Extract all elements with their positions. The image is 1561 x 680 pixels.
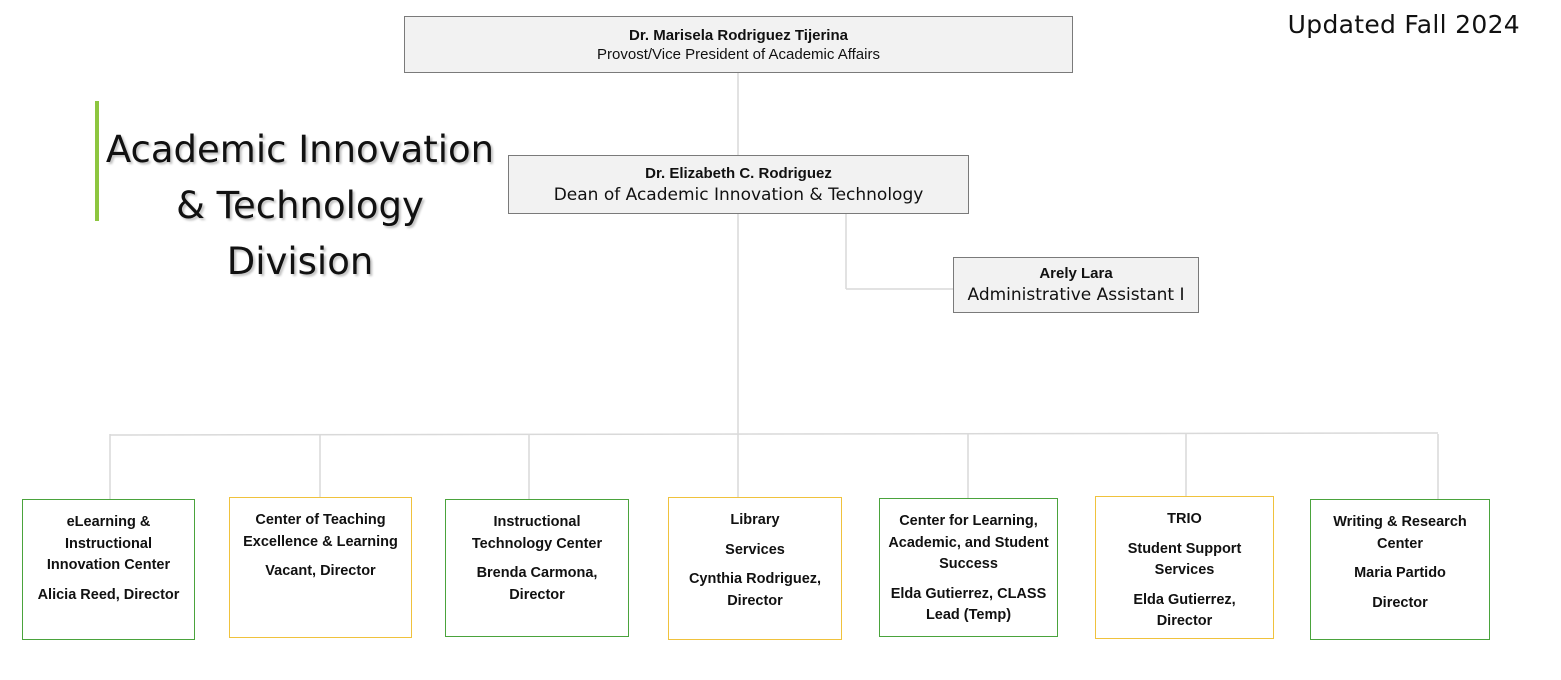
department-leader-line: Cynthia Rodriguez, (688, 571, 822, 587)
department-unit-line: Writing & Research (1333, 514, 1467, 530)
department-unit-line: Student Support (1127, 540, 1242, 557)
department-leader-line: Brenda Carmona, (476, 565, 598, 581)
department-leader: Brenda Carmona, Director (452, 563, 622, 606)
department-unit-line: Library (730, 512, 780, 528)
department-leader: Vacant, Director (236, 561, 405, 583)
department-node: Center for Learning, Academic, and Studen… (879, 498, 1058, 637)
department-leader: Cynthia Rodriguez, Director (675, 569, 835, 612)
dean-node: Dr. Elizabeth C. Rodriguez Dean of Acade… (508, 155, 969, 214)
provost-role: Provost/Vice President of Academic Affai… (597, 45, 880, 63)
department-leader-line: Vacant, Director (265, 563, 376, 579)
department-unit: Library (675, 510, 835, 532)
accent-bar (95, 101, 99, 221)
department-unit-line: Technology Center (471, 535, 603, 552)
department-unit-line: Services (725, 541, 785, 558)
division-title-line: & Technology (176, 184, 424, 227)
division-title-line: Division (226, 240, 374, 283)
department-leader-line: Director (1372, 594, 1428, 611)
provost-node: Dr. Marisela Rodriguez Tijerina Provost/… (404, 16, 1073, 73)
dean-role: Dean of Academic Innovation & Technology (553, 184, 924, 205)
department-unit-line: Excellence & Learning (243, 533, 398, 550)
department-leader-line: Director (1156, 613, 1213, 629)
assistant-node: Arely Lara Administrative Assistant I (953, 257, 1199, 313)
department-leader: Elda Gutierrez, CLASS Lead (Temp) (886, 584, 1051, 627)
department-leader-line: Alicia Reed, Director (37, 586, 180, 603)
updated-date: Updated Fall 2024 (1287, 10, 1520, 39)
division-title: Academic Innovation & Technology Divisio… (105, 122, 495, 290)
department-leader: Maria Partido (1317, 563, 1483, 585)
department-unit-line: TRIO (1167, 511, 1202, 527)
division-title-line: Academic Innovation (105, 128, 495, 171)
department-unit-line: Instructional (493, 514, 581, 530)
department-leader-line: Elda Gutierrez, (1133, 591, 1236, 608)
department-unit-line: Center of Teaching (255, 512, 386, 528)
department-unit: Services (675, 540, 835, 562)
connector-department-bus (109, 432, 1439, 436)
department-unit-line: Services (1154, 562, 1215, 578)
department-unit-line: Success (939, 556, 998, 572)
department-unit-line: Center for Learning, (899, 513, 1038, 529)
department-unit-line: eLearning & (66, 514, 151, 530)
dean-name: Dr. Elizabeth C. Rodriguez (645, 164, 832, 182)
assistant-role: Administrative Assistant I (967, 285, 1185, 305)
department-leader-line: Maria Partido (1354, 565, 1446, 581)
department-unit: Center for Learning, Academic, and Studen… (886, 511, 1051, 576)
department-leader-line: Elda Gutierrez, CLASS (890, 585, 1047, 602)
department-leader-line: Director (509, 586, 565, 603)
department-unit-line: Center (1377, 535, 1423, 552)
department-unit-line: Academic, and Student (888, 534, 1049, 551)
department-leader-line: Lead (Temp) (925, 607, 1012, 623)
department-unit: TRIO (1102, 509, 1267, 531)
assistant-name: Arely Lara (1039, 265, 1113, 282)
department-leader: Elda Gutierrez, Director (1102, 590, 1267, 633)
department-leader: Director (1317, 593, 1483, 615)
department-leader: Alicia Reed, Director (29, 585, 188, 607)
department-unit-line: Innovation Center (46, 557, 171, 573)
provost-name: Dr. Marisela Rodriguez Tijerina (629, 26, 848, 44)
department-leader-line: Director (727, 592, 783, 609)
department-unit-line: Instructional (64, 535, 152, 552)
